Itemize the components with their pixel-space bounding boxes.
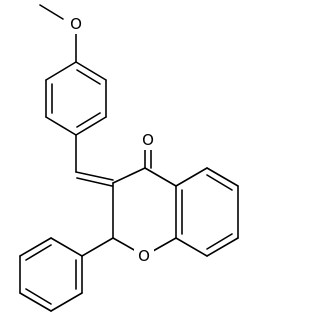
- chemical-structure-diagram: O O O: [19, 4, 239, 312]
- ring3-inner-double-bond: [25, 244, 52, 261]
- ring2-bond: [175, 167, 208, 187]
- ring1-bond: [45, 116, 77, 136]
- methyl-o-bond: [39, 4, 64, 20]
- phenyl-ring: [19, 237, 114, 312]
- benzylidene-linker: [75, 134, 114, 187]
- ring3-inner-double-bond: [25, 288, 52, 305]
- fused-benzene-ring: [175, 167, 239, 257]
- exocyclic-double-bond: [75, 171, 114, 181]
- ring2-bond: [206, 237, 239, 257]
- chromanone-ring: [112, 149, 177, 252]
- ring3-bond: [50, 292, 83, 312]
- methoxy-oxygen-label: O: [70, 15, 82, 33]
- ring2-inner-double-bond: [206, 233, 233, 250]
- methoxy-oxygen-bg: [66, 14, 86, 34]
- ring1-bond: [75, 61, 107, 81]
- ring2-bond: [175, 237, 208, 257]
- o-c8a-bond: [152, 237, 177, 252]
- ring-oxygen-label: O: [138, 247, 150, 265]
- ring1-inner-double-bond: [76, 112, 101, 128]
- c2-phenyl-bond: [81, 237, 114, 257]
- methoxyphenyl-ring: [45, 61, 107, 136]
- atom-labels: O O O: [66, 14, 158, 266]
- ring-oxygen-bg: [134, 246, 154, 266]
- ring2-inner-double-bond: [206, 174, 233, 191]
- ring1-bond: [45, 61, 77, 81]
- c2-o-bond: [112, 237, 137, 252]
- c3-c4-bond: [112, 167, 146, 184]
- carbonyl-oxygen-label: O: [142, 131, 154, 149]
- ring2-bond: [206, 167, 239, 187]
- ring1-inner-double-bond: [76, 69, 101, 85]
- ring1-bond: [75, 116, 107, 136]
- methoxy-group: [39, 4, 77, 63]
- ring3-bond: [19, 292, 52, 312]
- exocyclic-double-bond-second-line: [76, 177, 113, 187]
- ring3-bond: [19, 237, 52, 257]
- c4-c4a-bond: [144, 167, 177, 187]
- ring3-bond: [50, 237, 83, 257]
- carbonyl-oxygen-bg: [138, 130, 158, 150]
